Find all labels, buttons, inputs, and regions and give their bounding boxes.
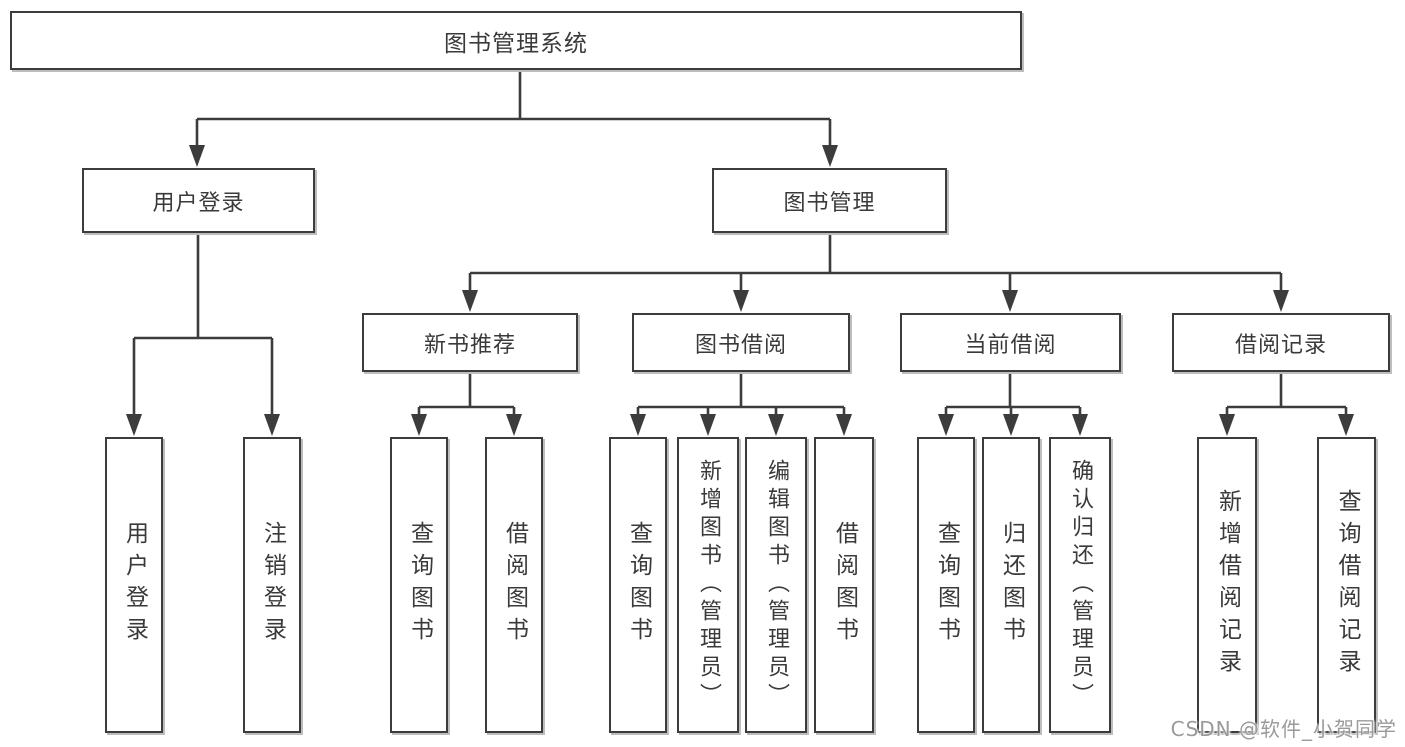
node-label: 查询图书	[933, 521, 960, 649]
node-borrowing-records: 借阅记录	[1172, 313, 1390, 372]
node-leaf-return-books: 归还图书	[982, 437, 1040, 733]
node-label: 新增借阅记录	[1214, 489, 1241, 681]
node-leaf-query-borrow-record: 查询借阅记录	[1317, 437, 1376, 733]
node-leaf-query-books-1: 查询图书	[390, 437, 448, 733]
node-label: 借阅记录	[1234, 332, 1327, 358]
node-leaf-query-books-3: 查询图书	[917, 437, 975, 733]
node-label: 确认归还（管理员）	[1068, 459, 1093, 711]
node-label: 当前借阅	[964, 332, 1057, 358]
node-user-login: 用户登录	[82, 168, 315, 233]
node-current-borrowing: 当前借阅	[900, 313, 1121, 372]
node-label: 用户登录	[121, 521, 148, 649]
node-label: 借阅图书	[501, 521, 528, 649]
node-label: 查询图书	[625, 521, 652, 649]
node-leaf-borrow-books-2: 借阅图书	[814, 437, 874, 733]
node-leaf-borrow-books-1: 借阅图书	[485, 437, 543, 733]
node-label: 图书管理系统	[444, 30, 588, 57]
node-book-borrowing: 图书借阅	[632, 313, 850, 372]
node-leaf-add-books-admin: 新增图书（管理员）	[677, 437, 739, 733]
node-label: 查询借阅记录	[1334, 489, 1360, 681]
node-leaf-edit-books-admin: 编辑图书（管理员）	[745, 437, 807, 733]
node-book-management: 图书管理	[712, 168, 947, 233]
node-label: 注销登录	[259, 521, 286, 649]
node-leaf-confirm-return-admin: 确认归还（管理员）	[1049, 437, 1111, 733]
node-library-management-system: 图书管理系统	[10, 11, 1022, 70]
node-new-book-recommendation: 新书推荐	[362, 313, 578, 372]
node-label: 归还图书	[998, 521, 1025, 649]
arrowheads	[126, 145, 1354, 436]
watermark: CSDN @软件_小贺同学	[1170, 717, 1397, 741]
node-leaf-query-books-2: 查询图书	[609, 437, 667, 733]
node-label: 查询图书	[406, 521, 433, 649]
node-leaf-add-borrow-record: 新增借阅记录	[1197, 437, 1257, 733]
node-label: 图书借阅	[694, 332, 787, 358]
node-label: 用户登录	[152, 190, 245, 216]
node-leaf-logout: 注销登录	[243, 437, 301, 733]
node-label: 新书推荐	[423, 332, 516, 358]
node-label: 新增图书（管理员）	[696, 459, 721, 711]
node-leaf-user-login: 用户登录	[105, 437, 163, 733]
node-label: 图书管理	[783, 190, 876, 216]
node-label: 编辑图书（管理员）	[764, 459, 789, 711]
node-label: 借阅图书	[831, 521, 858, 649]
